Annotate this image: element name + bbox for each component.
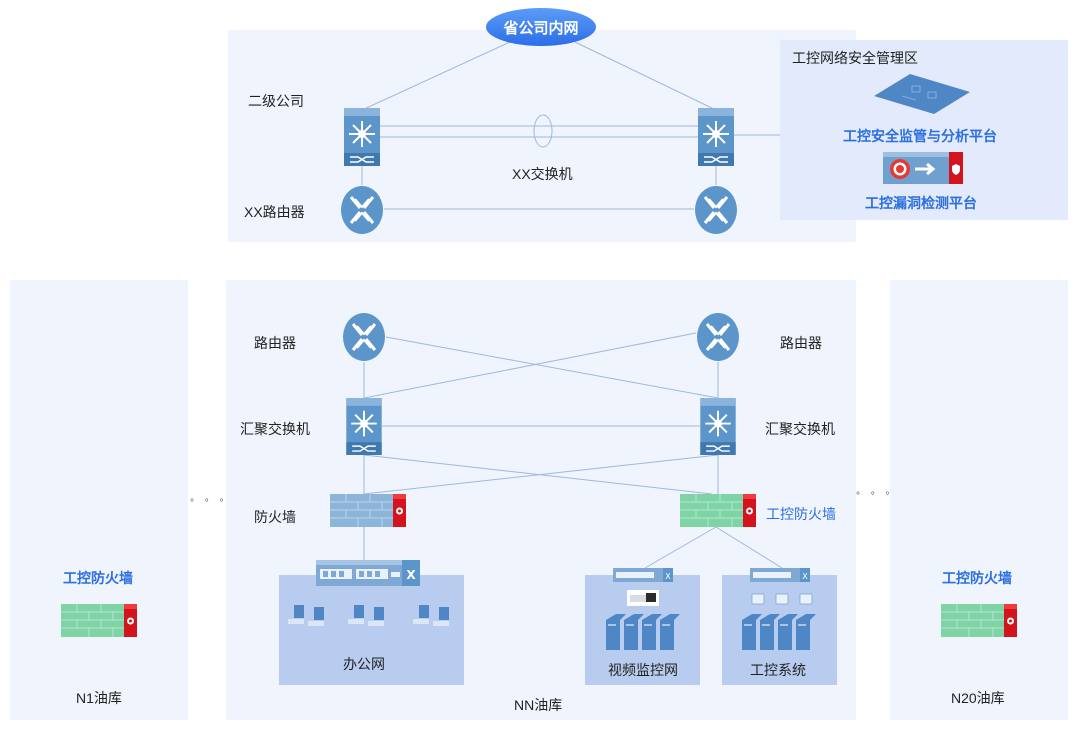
plc-icons [751, 593, 813, 605]
link-icsfw-video [644, 526, 717, 569]
nn-depot-label: NN油库 [514, 697, 563, 713]
n1-depot-label: N1油库 [76, 690, 122, 706]
top-left-switch-icon [344, 108, 380, 166]
analysis-platform-label: 工控安全监管与分析平台 [843, 128, 997, 144]
svg-text:X: X [665, 572, 671, 581]
n1-depot-zone [10, 280, 188, 720]
nn-firewall-icon [330, 494, 406, 527]
analysis-platform-icon [874, 74, 970, 114]
office-laptops [284, 603, 459, 633]
ellipsis-right: ° ° ° [856, 491, 894, 502]
n20-ics-firewall-icon [941, 604, 1017, 637]
link-cloud-left-switch [361, 41, 511, 111]
nn-firewall-label: 防火墙 [254, 509, 296, 525]
link-cloud-right-switch [574, 41, 717, 111]
svg-text:X: X [406, 568, 416, 582]
xx-router-label: XX路由器 [244, 204, 305, 220]
office-network-box [279, 575, 464, 685]
top-right-switch-icon [698, 108, 734, 166]
vulnerability-scanner-icon [883, 152, 963, 184]
vulnerability-platform-label: 工控漏洞检测平台 [865, 195, 977, 211]
video-servers-icon [606, 614, 680, 650]
svg-text:X: X [802, 572, 808, 581]
ics-security-management-zone [780, 40, 1068, 220]
nn-left-router-label: 路由器 [254, 335, 296, 351]
laptop-icons [288, 605, 449, 626]
link-nn-lrouter-rswitch [385, 336, 719, 399]
nn-right-router-icon [697, 313, 739, 361]
nn-ics-firewall-icon [680, 494, 756, 527]
n20-ics-firewall-label: 工控防火墙 [942, 570, 1012, 586]
n1-ics-firewall-icon [61, 604, 137, 637]
link-nn-rrouter-lswitch [363, 332, 697, 399]
nn-right-aggregation-switch-icon [700, 398, 736, 455]
link-icsfw-ics [715, 526, 783, 569]
n20-depot-zone [890, 280, 1068, 720]
nn-ics-firewall-label: 工控防火墙 [766, 506, 836, 522]
ellipsis-left: ° ° ° [190, 498, 228, 509]
ics-access-switch-icon: X [750, 568, 810, 582]
cloud-label: 省公司内网 [503, 19, 579, 37]
nn-right-switch-label: 汇聚交换机 [765, 421, 835, 437]
nn-left-aggregation-switch-icon [346, 398, 382, 455]
office-access-switch-icon: X [316, 560, 420, 586]
n1-ics-firewall-label: 工控防火墙 [63, 570, 133, 586]
video-access-switch-icon: X [613, 568, 673, 582]
nn-right-router-label: 路由器 [780, 335, 822, 351]
second-level-company-label: 二级公司 [248, 93, 304, 109]
nn-left-router-icon [343, 313, 385, 361]
top-right-router-icon [695, 186, 737, 234]
ics-system-label: 工控系统 [750, 662, 806, 678]
second-level-company-zone [228, 30, 856, 242]
ics-servers-icon [742, 614, 816, 650]
n20-depot-label: N20油库 [951, 690, 1005, 706]
link-rswitch-firewall [363, 454, 719, 495]
nn-left-switch-label: 汇聚交换机 [240, 421, 310, 437]
top-left-router-icon [341, 186, 383, 234]
office-network-label: 办公网 [343, 656, 385, 672]
mgmt-zone-title: 工控网络安全管理区 [792, 50, 918, 66]
video-network-label: 视频监控网 [608, 662, 678, 678]
provincial-intranet-cloud: 省公司内网 [486, 8, 596, 46]
camera-icon [627, 590, 659, 606]
xx-switch-label: XX交换机 [512, 166, 573, 182]
link-aggregation-ellipse [533, 114, 553, 148]
